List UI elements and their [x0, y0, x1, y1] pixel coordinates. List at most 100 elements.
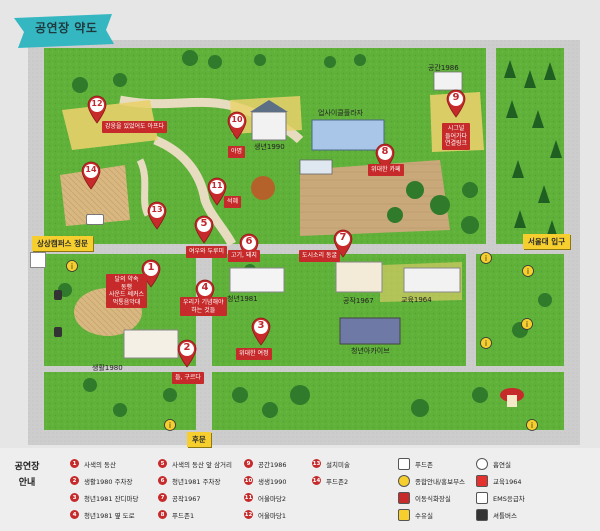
venue-marker-11[interactable]: 11	[206, 176, 228, 206]
venue-callout-2: 들, 구르다	[172, 372, 204, 384]
legend-number-badge: 4	[70, 510, 79, 519]
legend-number-badge: 8	[158, 510, 167, 519]
sign-seoul-entrance: 서울대 입구	[523, 234, 571, 249]
legend-label: 청년1981 잔디마당	[84, 494, 139, 503]
svg-text:i: i	[485, 254, 487, 263]
label-gyoyuk1964: 교육1964	[401, 296, 432, 304]
legend-symbol-info-booth: 종합안내/홍보부스	[398, 474, 465, 487]
info-icon: i	[164, 416, 176, 435]
venue-marker-9[interactable]: 9	[445, 88, 467, 118]
venue-marker-10[interactable]: 10	[226, 110, 248, 140]
venue-marker-number: 14	[85, 165, 97, 174]
venue-callout-1: 달의 약속 동행 사운드 쎄커스 먹통음악대	[106, 274, 148, 308]
info-icon: i	[480, 334, 492, 353]
venue-callout-4: 우리가 기념해야 하는 것들	[180, 297, 227, 316]
legend-symbol-smoking-area: 흡연실	[476, 457, 511, 470]
legend-number-badge: 2	[70, 476, 79, 485]
legend-label: 생생1990	[258, 477, 287, 486]
legend-number-badge: 10	[244, 476, 253, 485]
venue-marker-12[interactable]: 12	[86, 94, 108, 124]
legend-number-badge: 1	[70, 459, 79, 468]
venue-callout-6: 고기, 돼지	[228, 250, 260, 262]
svg-text:i: i	[531, 421, 533, 430]
venue-callout-11: 석혜	[224, 196, 242, 208]
info-icon: i	[480, 249, 492, 268]
legend-number-badge: 5	[158, 459, 167, 468]
venue-marker-number: 12	[91, 99, 103, 108]
legend-number-badge: 7	[158, 493, 167, 502]
legend-label: 공간1986	[258, 460, 287, 469]
label-saengyeon1990: 생년1990	[254, 143, 285, 151]
map-pin-icon	[81, 161, 101, 190]
map-title: 공연장 약도	[35, 21, 98, 35]
venue-marker-3[interactable]: 3	[250, 316, 272, 346]
sign-west-gate: 상상캠퍼스 정문	[32, 236, 93, 251]
legend-number-badge: 3	[70, 493, 79, 502]
legend-symbol-label: 수유실	[415, 511, 433, 520]
venue-marker-number: 7	[339, 232, 347, 243]
info-booth-icon	[398, 474, 410, 487]
venue-marker-5[interactable]: 5	[193, 214, 215, 244]
legend-symbol-label: 이동식화장실	[415, 494, 451, 503]
shuttle-bus-icon	[54, 327, 62, 337]
map-pin-icon	[147, 201, 167, 230]
venue-callout-5: 여우와 두루미	[186, 246, 228, 258]
map-pin-icon	[207, 177, 227, 206]
venue-callout-10: 야명	[228, 146, 246, 158]
mobile-toilet-icon	[398, 491, 410, 504]
education-icon	[476, 474, 488, 487]
legend-symbol-shuttle-bus: 셔틀버스	[476, 508, 517, 521]
legend-item-5: 5 사색의 동산 앞 삼거리	[158, 458, 232, 469]
label-cheongnyeon1981: 청년1981	[227, 295, 258, 303]
smoking-area-icon	[476, 457, 488, 470]
legend-label: 사색의 동산 앞 삼거리	[172, 460, 233, 469]
sign-back-gate: 후문	[187, 432, 211, 447]
legend-label: 사색의 동산	[84, 460, 116, 469]
venue-marker-13[interactable]: 13	[146, 200, 168, 230]
info-icon: i	[66, 257, 78, 276]
map-pin-icon	[446, 89, 466, 118]
legend-number-badge: 6	[158, 476, 167, 485]
legend-symbol-food-zone: 푸드존	[398, 457, 433, 470]
legend-number-badge: 11	[244, 493, 253, 502]
ems-icon	[86, 214, 104, 225]
legend-title-line2: 안내	[18, 478, 36, 488]
legend-label: 어울마당1	[258, 511, 287, 520]
legend-symbol-label: 교육1964	[493, 477, 522, 486]
legend-label: 청년1981 옆 도로	[84, 511, 135, 520]
svg-text:i: i	[169, 421, 171, 430]
venue-marker-number: 13	[151, 205, 163, 214]
venue-callout-8: 위대한 카페	[368, 164, 404, 176]
info-icon: i	[521, 315, 533, 334]
label-gonggan1986: 공간1986	[428, 64, 459, 72]
legend-symbol-label: EMS응급차	[493, 494, 525, 503]
legend-number-badge: 12	[244, 510, 253, 519]
legend-item-3: 3 청년1981 잔디마당	[70, 492, 139, 503]
map-pin-icon	[177, 339, 197, 368]
map-pin-icon	[227, 111, 247, 140]
venue-marker-number: 11	[211, 181, 223, 190]
venue-callout-3: 위대한 여정	[236, 348, 272, 360]
venue-callout-9: 시그널 들어가다 연결링크	[442, 123, 471, 150]
legend-item-12: 12 어울마당1	[244, 509, 286, 520]
legend-symbol-education: 교육1964	[476, 474, 522, 487]
food-zone-icon	[398, 457, 410, 470]
legend-symbol-label: 푸드존	[415, 460, 433, 469]
legend-symbol-nursing-room: 수유실	[398, 508, 433, 521]
legend-title: 공연장 안내	[13, 459, 41, 491]
legend-label: 공작1967	[172, 494, 201, 503]
venue-marker-2[interactable]: 2	[176, 338, 198, 368]
venue-marker-14[interactable]: 14	[80, 160, 102, 190]
ems-icon	[476, 491, 488, 504]
venue-marker-number: 6	[245, 236, 253, 247]
venue-callout-12: 강웅을 있었어도 아프다	[102, 121, 168, 133]
legend-item-1: 1 사색의 동산	[70, 458, 116, 469]
nursing-room-icon	[398, 508, 410, 521]
